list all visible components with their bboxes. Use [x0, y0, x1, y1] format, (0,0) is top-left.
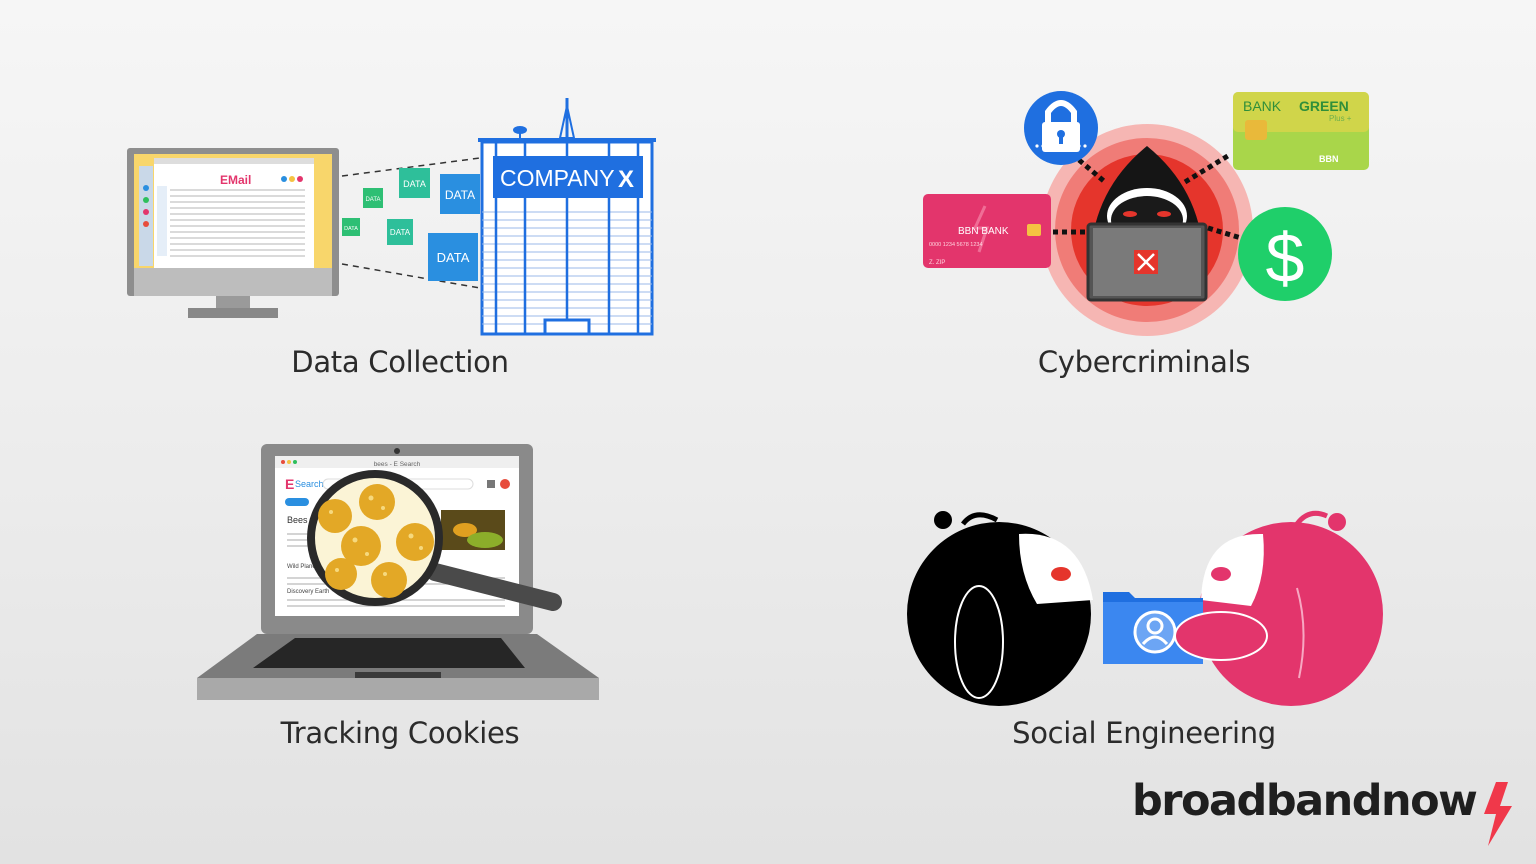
credit-card-green-icon: BANK GREEN Plus + BBN [1233, 92, 1369, 170]
caption-cybercriminals: Cybercriminals [1037, 345, 1251, 379]
black-character-icon [907, 511, 1093, 706]
pink-character-icon [1199, 510, 1383, 706]
search-logo-text: Search [295, 479, 324, 489]
desktop-monitor-icon: EMail [127, 148, 339, 318]
card-red-number: 0000 1234 5678 1234 [929, 242, 983, 248]
svg-text:DATA: DATA [445, 188, 475, 202]
data-packets: DATA DATA DATA DATA DATA DATA [342, 168, 480, 281]
cookie-icon [318, 484, 434, 598]
lock-icon [1024, 91, 1098, 165]
company-label: COMPANY [500, 165, 615, 191]
company-mark: X [618, 166, 634, 193]
office-building-icon: COMPANY X [478, 98, 656, 336]
result-title: Bees [287, 515, 308, 525]
brand-name: broadbandnow [1132, 776, 1478, 826]
svg-text:$: $ [1266, 219, 1305, 297]
lightning-bolt-icon [1484, 782, 1512, 846]
data-collection-illustration: EMail DATA DATA DATA DATA DATA DATA [127, 98, 656, 336]
social-engineering-illustration [907, 510, 1383, 706]
search-logo: E [285, 476, 294, 492]
svg-text:DATA: DATA [344, 226, 358, 232]
magnifying-glass-icon [307, 470, 562, 611]
svg-text:DATA: DATA [403, 179, 426, 189]
dollar-icon: $ [1238, 207, 1332, 301]
card-red-bank: BBN BANK [958, 226, 1009, 237]
card-red-zip: Z. ZIP [929, 260, 945, 266]
card-green-footer: BBN [1319, 154, 1339, 164]
hacker-icon [1086, 146, 1208, 302]
card-green-brand: GREEN [1299, 98, 1349, 114]
card-green-bank: BANK [1243, 98, 1282, 114]
result-section-discovery: Discovery Earth [287, 589, 329, 595]
browser-title: bees - E Search [374, 461, 421, 468]
caption-social-engineering: Social Engineering [1012, 716, 1276, 750]
result-section-wild: Wild Planet [287, 564, 318, 570]
caption-tracking-cookies: Tracking Cookies [280, 716, 520, 750]
cybercriminals-illustration: BBN BANK 0000 1234 5678 1234 Z. ZIP BANK… [923, 91, 1369, 336]
brand-logo: broadbandnow [1132, 776, 1478, 826]
email-logo: EMail [220, 173, 251, 187]
caption-data-collection: Data Collection [291, 345, 509, 379]
svg-text:DATA: DATA [390, 228, 411, 237]
svg-text:DATA: DATA [365, 197, 380, 203]
svg-text:DATA: DATA [437, 250, 470, 265]
credit-card-red-icon: BBN BANK 0000 1234 5678 1234 Z. ZIP [923, 194, 1051, 268]
tracking-cookies-illustration: bees - E Search E Search Bees Wild Plane… [197, 444, 599, 700]
card-green-tier: Plus + [1329, 114, 1352, 123]
